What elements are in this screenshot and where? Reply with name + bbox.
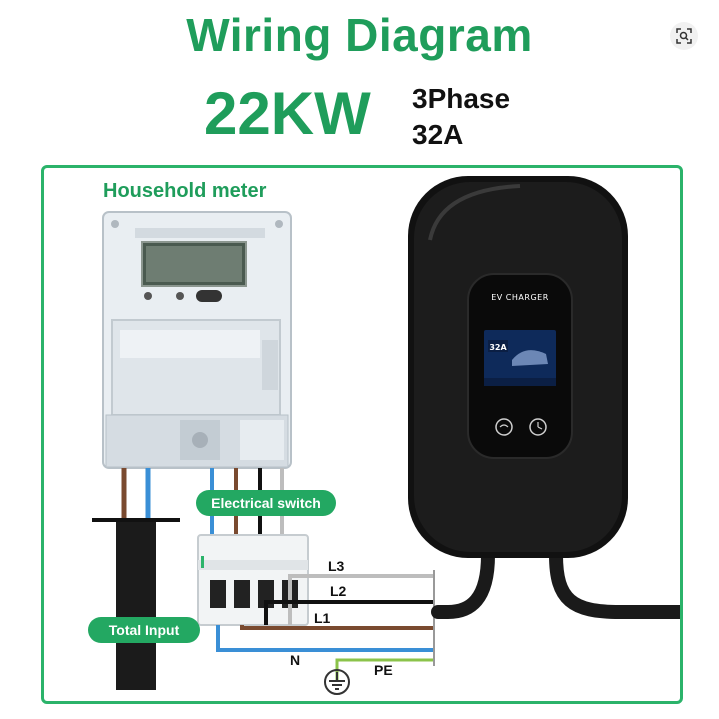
input-cables (92, 468, 180, 690)
wire-label-pe: PE (374, 662, 393, 678)
ev-charger (408, 176, 628, 558)
diagram-title: Wiring Diagram (186, 9, 533, 61)
charger-screen-current: 32A (489, 343, 507, 352)
household-meter-label: Household meter (103, 180, 267, 202)
wire-label-n: N (290, 652, 301, 668)
phase-rating: 3Phase (412, 83, 511, 114)
current-rating: 32A (412, 119, 464, 150)
output-wires (216, 570, 435, 680)
charger-cables (431, 548, 680, 619)
household-meter (102, 211, 292, 469)
wire-label-l1: L1 (314, 610, 331, 626)
zoom-button[interactable] (670, 22, 698, 50)
stop-icon (495, 418, 513, 436)
charger-brand-text: EV CHARGER (491, 293, 549, 302)
total-input-label: Total Input (88, 617, 200, 643)
zoom-search-icon (676, 28, 692, 44)
timer-icon (529, 418, 547, 436)
wire-label-l2: L2 (330, 583, 347, 599)
electrical-switch-label: Electrical switch (196, 490, 336, 516)
diagram-frame (41, 165, 683, 704)
ground-icon (324, 669, 350, 695)
power-rating: 22KW (204, 80, 371, 147)
wire-label-l3: L3 (328, 558, 345, 574)
